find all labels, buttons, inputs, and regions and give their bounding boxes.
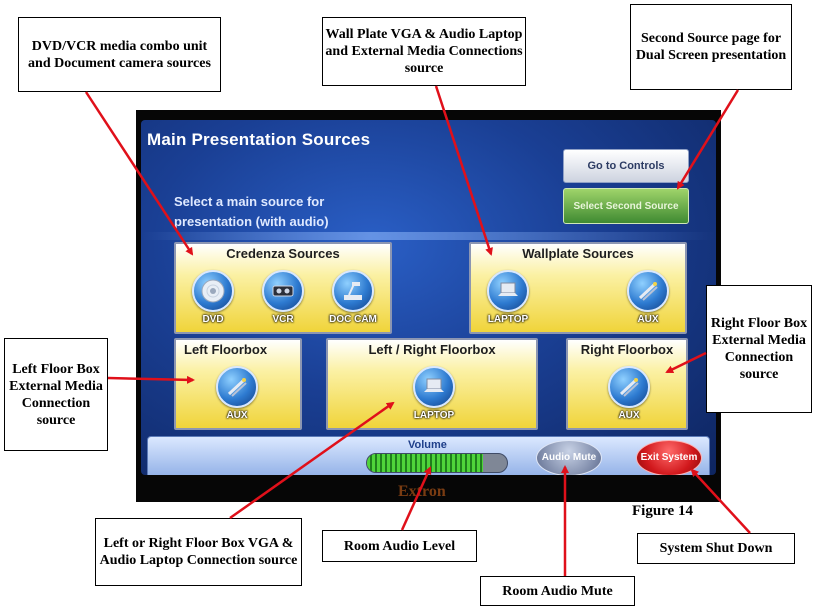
- source-wallplate-laptop-label: LAPTOP: [487, 314, 529, 325]
- source-wallplate-laptop-button[interactable]: LAPTOP: [477, 270, 539, 325]
- document-camera-icon: [332, 270, 374, 312]
- source-floorbox-laptop-label: LAPTOP: [413, 410, 455, 421]
- callout-second-source: Second Source page for Dual Screen prese…: [630, 4, 792, 90]
- source-doc-cam-button[interactable]: DOC CAM: [322, 270, 384, 325]
- callout-room-audio-mute: Room Audio Mute: [480, 576, 635, 606]
- page-title: Main Presentation Sources: [147, 130, 371, 149]
- source-vcr-button[interactable]: VCR: [252, 270, 314, 325]
- source-doc-cam-label: DOC CAM: [329, 314, 377, 325]
- left-floorbox-title: Left Floorbox: [184, 342, 268, 357]
- vcr-icon: [262, 270, 304, 312]
- audio-mute-button[interactable]: Audio Mute: [536, 440, 602, 475]
- select-second-source-button[interactable]: Select Second Source: [563, 188, 689, 224]
- credenza-sources-title: Credenza Sources: [226, 246, 340, 261]
- callout-room-audio-level: Room Audio Level: [322, 530, 477, 562]
- laptop-icon: [487, 270, 529, 312]
- callout-right-floor: Right Floor Box External Media Connectio…: [706, 285, 812, 413]
- aux-cable-icon: [627, 270, 669, 312]
- callout-left-floor: Left Floor Box External Media Connection…: [4, 338, 108, 451]
- source-left-floorbox-aux-button[interactable]: AUX: [206, 366, 268, 421]
- instruction-text: Select a main source for presentation (w…: [174, 194, 329, 229]
- callout-wallplate: Wall Plate VGA & Audio Laptop and Extern…: [322, 17, 526, 86]
- source-right-floorbox-aux-button[interactable]: AUX: [598, 366, 660, 421]
- wallplate-sources-title: Wallplate Sources: [522, 246, 634, 261]
- aux-cable-icon: [216, 366, 258, 408]
- aux-cable-icon: [608, 366, 650, 408]
- callout-lr-floor: Left or Right Floor Box VGA & Audio Lapt…: [95, 518, 302, 586]
- left-floorbox-group: Left Floorbox AUX: [174, 338, 302, 430]
- source-dvd-button[interactable]: DVD: [182, 270, 244, 325]
- source-floorbox-laptop-button[interactable]: LAPTOP: [403, 366, 465, 421]
- source-wallplate-aux-button[interactable]: AUX: [617, 270, 679, 325]
- left-right-floorbox-group: Left / Right Floorbox LAPTOP: [326, 338, 538, 430]
- extron-logo: Extron: [398, 483, 446, 500]
- exit-system-button[interactable]: Exit System: [636, 440, 702, 475]
- left-right-floorbox-title: Left / Right Floorbox: [368, 342, 496, 357]
- source-left-floorbox-aux-label: AUX: [226, 410, 248, 421]
- audio-control-bar: Volume Audio Mute Exit System: [147, 436, 710, 475]
- source-vcr-label: VCR: [272, 314, 294, 325]
- volume-level-fill: [367, 454, 484, 472]
- source-wallplate-aux-label: AUX: [637, 314, 659, 325]
- callout-dvd-vcr: DVD/VCR media combo unit and Document ca…: [18, 17, 221, 92]
- volume-label: Volume: [408, 439, 447, 451]
- divider-glow: [141, 232, 716, 240]
- wallplate-sources-group: Wallplate Sources LAPTOP AUX: [469, 242, 687, 334]
- dvd-disc-icon: [192, 270, 234, 312]
- right-floorbox-title: Right Floorbox: [580, 342, 674, 357]
- right-floorbox-group: Right Floorbox AUX: [566, 338, 688, 430]
- source-right-floorbox-aux-label: AUX: [618, 410, 640, 421]
- source-dvd-label: DVD: [202, 314, 224, 325]
- callout-system-shutdown: System Shut Down: [637, 533, 795, 564]
- figure-label: Figure 14: [632, 503, 693, 519]
- go-to-controls-button[interactable]: Go to Controls: [563, 149, 689, 183]
- touch-panel-screen: Main Presentation Sources Select a main …: [141, 120, 716, 475]
- laptop-icon: [413, 366, 455, 408]
- volume-slider[interactable]: [366, 453, 508, 473]
- touch-panel: Main Presentation Sources Select a main …: [136, 110, 721, 502]
- credenza-sources-group: Credenza Sources DVD VCR DOC CAM: [174, 242, 392, 334]
